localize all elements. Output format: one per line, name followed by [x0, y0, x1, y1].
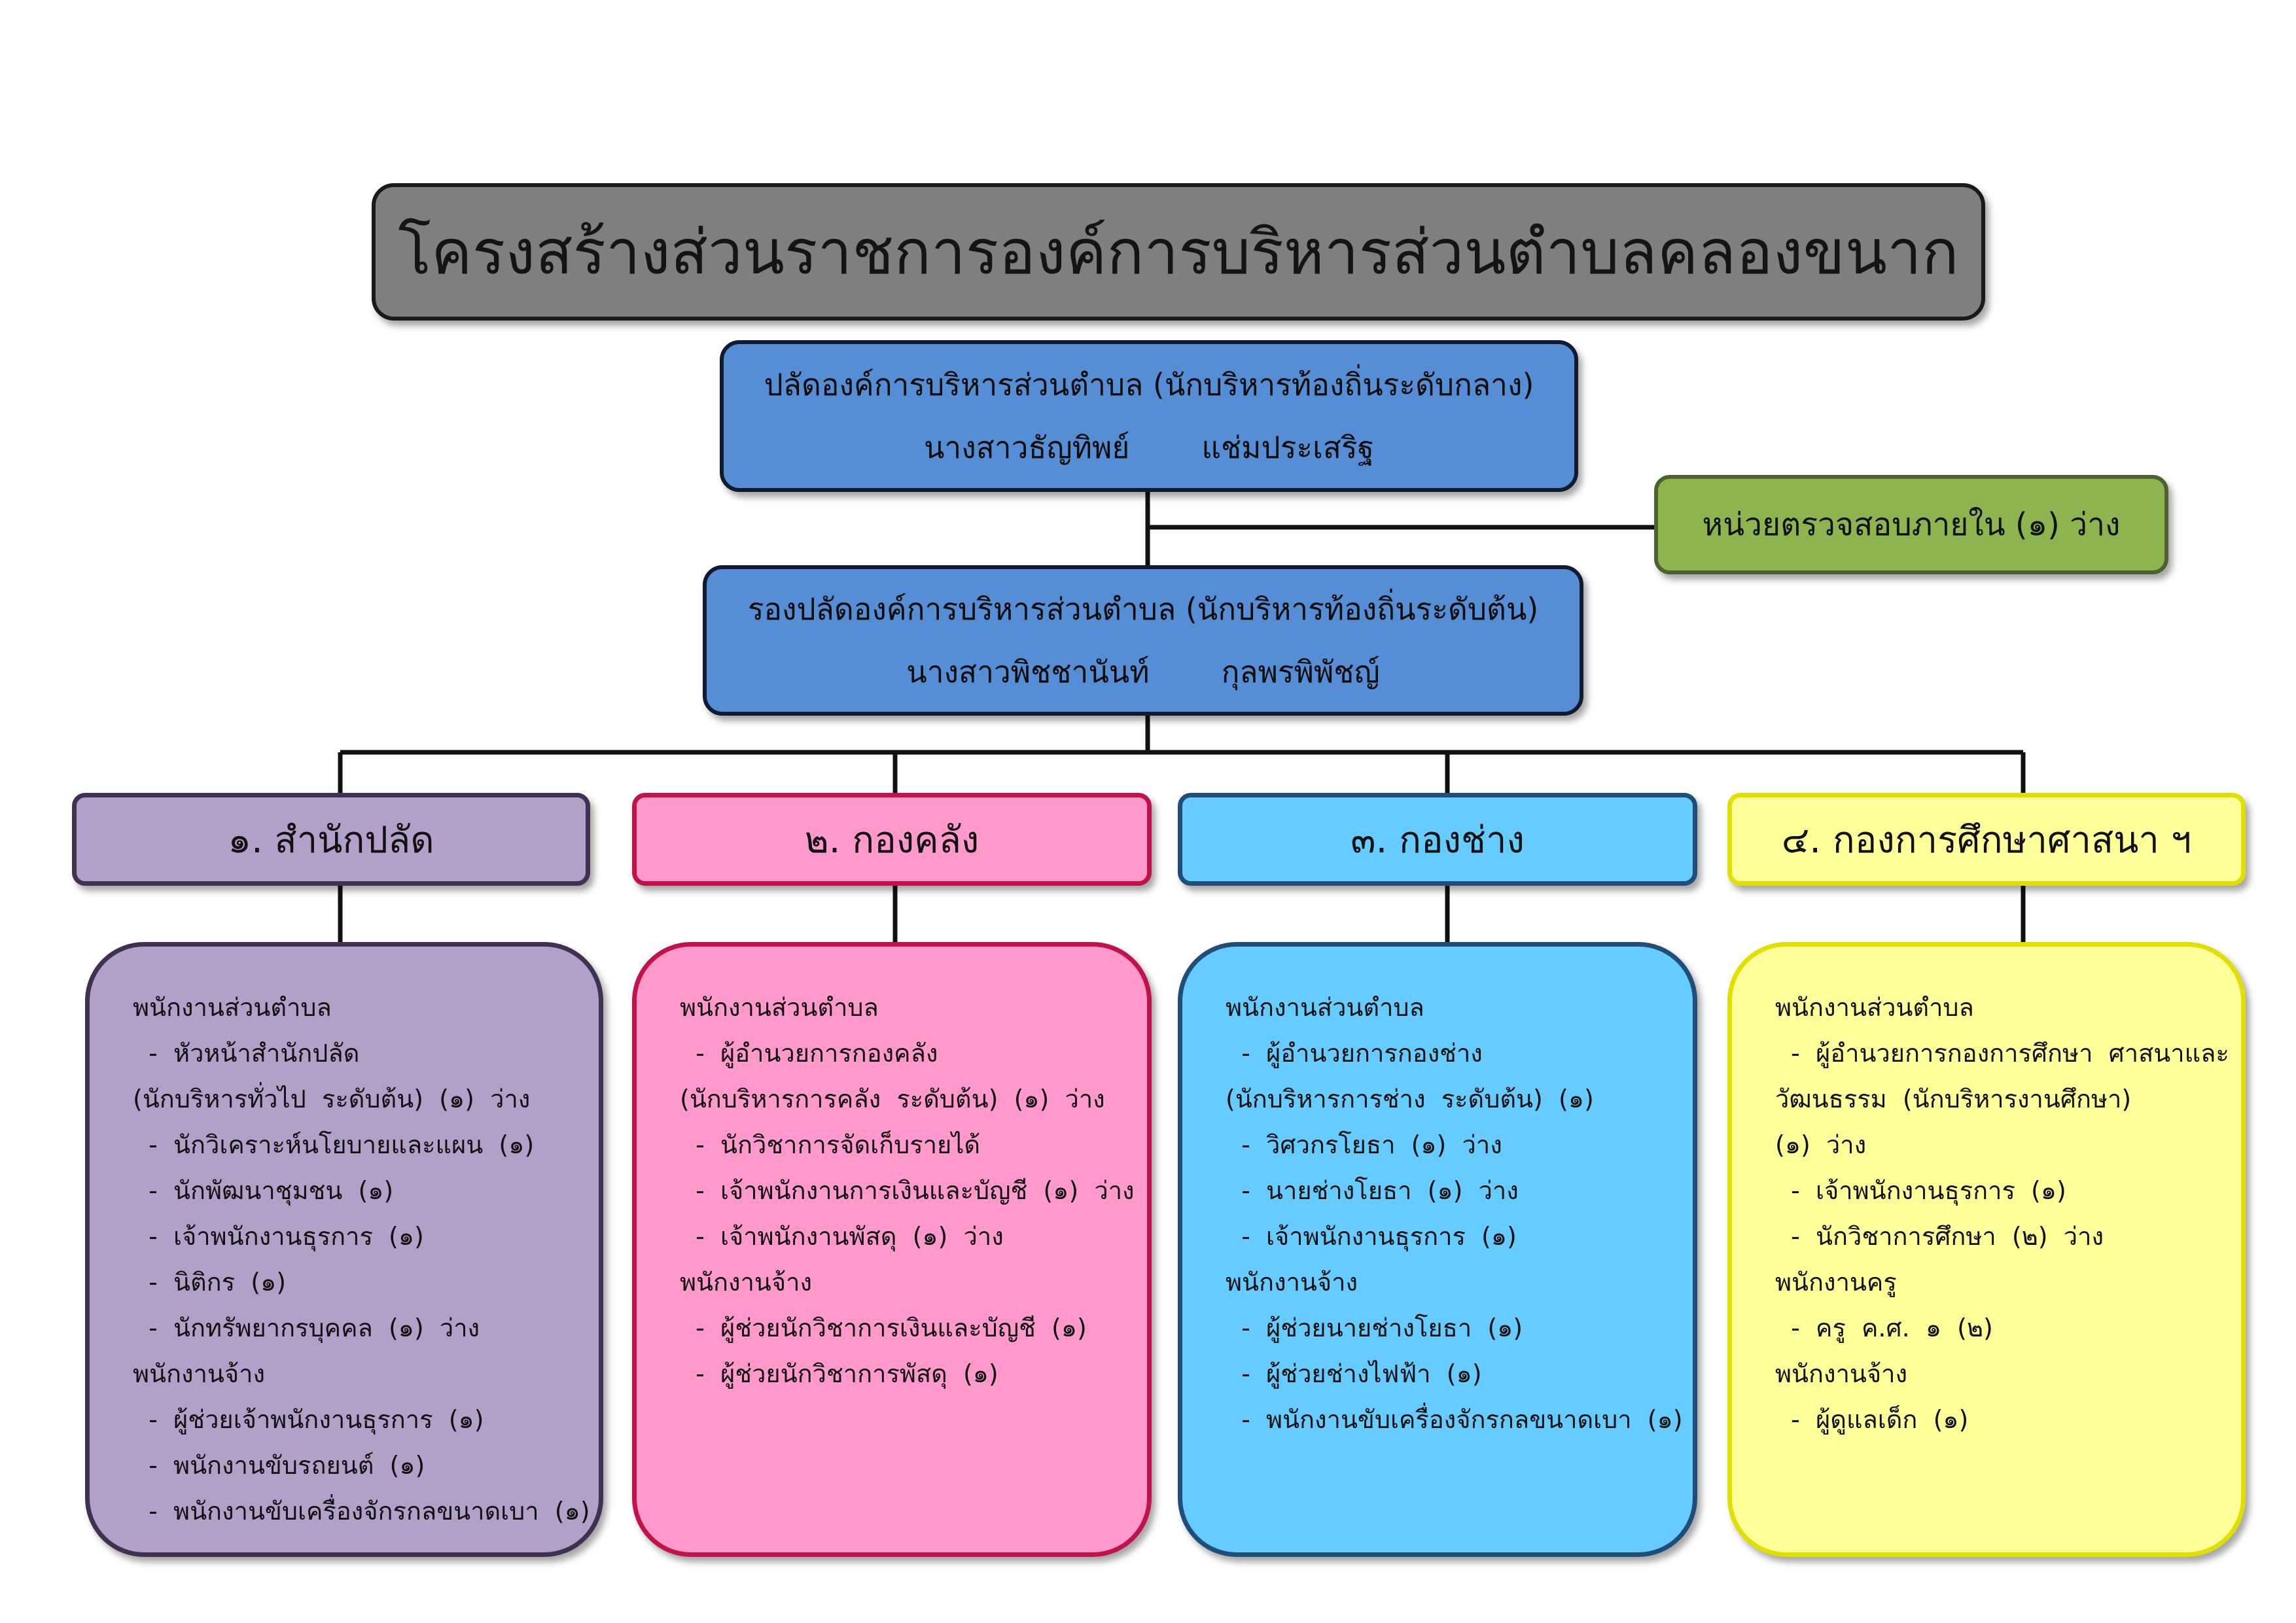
- staff-line: - ผู้ช่วยเจ้าพนักงานธุรการ (๑): [133, 1405, 484, 1434]
- staff-line: - ครู ค.ศ. ๑ (๒): [1775, 1314, 1993, 1342]
- staff-line: พนักงานจ้าง: [1775, 1359, 1908, 1388]
- audit-unit-text: หน่วยตรวจสอบภายใน (๑) ว่าง: [1702, 506, 2121, 543]
- staff-line: - ผู้ช่วยช่างไฟฟ้า (๑): [1226, 1359, 1482, 1388]
- deputy-box: รองปลัดองค์การบริหารส่วนตำบล (นักบริหารท…: [703, 565, 1583, 716]
- staff-line: - ผู้ช่วยนักวิชาการพัสดุ (๑): [680, 1359, 998, 1388]
- chief-name: นางสาวธัญทิพย์ แช่มประเสริฐ: [924, 416, 1374, 479]
- staff-line: (นักบริหารการช่าง ระดับต้น) (๑): [1226, 1085, 1594, 1113]
- chief-position: ปลัดองค์การบริหารส่วนตำบล (นักบริหารท้อง…: [764, 367, 1534, 402]
- staff-line: - นักทรัพยากรบุคคล (๑) ว่าง: [133, 1314, 480, 1342]
- staff-line: - นักพัฒนาชุมชน (๑): [133, 1176, 394, 1205]
- division-4-staff-list: พนักงานส่วนตำบล - ผู้อำนวยการกองการศึกษา…: [1775, 985, 2229, 1442]
- division-2-staff: พนักงานส่วนตำบล - ผู้อำนวยการกองคลัง (นัก…: [632, 942, 1152, 1557]
- audit-unit-box: หน่วยตรวจสอบภายใน (๑) ว่าง: [1654, 475, 2168, 574]
- division-1-staff-list: พนักงานส่วนตำบล - หัวหน้าสำนักปลัด (นักบร…: [133, 985, 590, 1534]
- division-2-staff-list: พนักงานส่วนตำบล - ผู้อำนวยการกองคลัง (นัก…: [680, 985, 1135, 1397]
- division-1-header: ๑. สำนักปลัด: [72, 793, 590, 886]
- division-3-header: ๓. กองช่าง: [1178, 793, 1697, 886]
- staff-line: - เจ้าพนักงานธุรการ (๑): [133, 1222, 424, 1251]
- staff-line: พนักงานครู: [1775, 1268, 1897, 1297]
- division-2-name: ๒. กองคลัง: [804, 818, 980, 862]
- chief-last-name: แช่มประเสริฐ: [1201, 430, 1375, 465]
- staff-line: - นิติกร (๑): [133, 1268, 287, 1297]
- deputy-position: รองปลัดองค์การบริหารส่วนตำบล (นักบริหารท…: [747, 591, 1539, 627]
- staff-line: - เจ้าพนักงานธุรการ (๑): [1775, 1176, 2066, 1205]
- division-2-header: ๒. กองคลัง: [632, 793, 1152, 886]
- staff-line: - ผู้ดูแลเด็ก (๑): [1775, 1405, 1969, 1434]
- staff-line: พนักงานจ้าง: [1226, 1268, 1358, 1297]
- staff-line: พนักงานส่วนตำบล: [1226, 993, 1424, 1022]
- staff-line: (นักบริหารทั่วไป ระดับต้น) (๑) ว่าง: [133, 1085, 531, 1113]
- division-4-header: ๔. กองการศึกษาศาสนา ฯ: [1727, 793, 2246, 886]
- staff-line: - ผู้อำนวยการกองการศึกษา ศาสนาและ: [1775, 1039, 2229, 1068]
- title-text: โครงสร้างส่วนราชการองค์การบริหารส่วนตำบล…: [398, 217, 1959, 288]
- chief-box: ปลัดองค์การบริหารส่วนตำบล (นักบริหารท้อง…: [720, 340, 1578, 492]
- division-1-name: ๑. สำนักปลัด: [228, 818, 434, 862]
- staff-line: - นักวิชาการจัดเก็บรายได้: [680, 1130, 981, 1159]
- division-4-name: ๔. กองการศึกษาศาสนา ฯ: [1781, 818, 2192, 862]
- chief-first-name: นางสาวธัญทิพย์: [923, 430, 1130, 465]
- staff-line: - นักวิเคราะห์นโยบายและแผน (๑): [133, 1130, 535, 1159]
- staff-line: พนักงานจ้าง: [133, 1359, 266, 1388]
- staff-line: - ผู้ช่วยนายช่างโยธา (๑): [1226, 1314, 1523, 1342]
- staff-line: - ผู้อำนวยการกองคลัง: [680, 1039, 938, 1068]
- staff-line: พนักงานจ้าง: [680, 1268, 813, 1297]
- division-3-staff-list: พนักงานส่วนตำบล - ผู้อำนวยการกองช่าง (นัก…: [1226, 985, 1683, 1442]
- staff-line: - พนักงานขับเครื่องจักรกลขนาดเบา (๑): [133, 1497, 590, 1526]
- deputy-first-name: นางสาวพิชชานันท์: [906, 654, 1150, 689]
- staff-line: - ผู้อำนวยการกองช่าง: [1226, 1039, 1483, 1068]
- division-3-staff: พนักงานส่วนตำบล - ผู้อำนวยการกองช่าง (นัก…: [1178, 942, 1697, 1557]
- deputy-name: นางสาวพิชชานันท์ กุลพรพิพัชญ์: [906, 640, 1379, 703]
- staff-line: พนักงานส่วนตำบล: [1775, 993, 1974, 1022]
- staff-line: - เจ้าพนักงานการเงินและบัญชี (๑) ว่าง: [680, 1176, 1135, 1205]
- staff-line: - ผู้ช่วยนักวิชาการเงินและบัญชี (๑): [680, 1314, 1087, 1342]
- staff-line: - เจ้าพนักงานธุรการ (๑): [1226, 1222, 1517, 1251]
- staff-line: - นักวิชาการศึกษา (๒) ว่าง: [1775, 1222, 2104, 1251]
- staff-line: - วิศวกรโยธา (๑) ว่าง: [1226, 1130, 1502, 1159]
- chart-title: โครงสร้างส่วนราชการองค์การบริหารส่วนตำบล…: [372, 183, 1985, 321]
- staff-line: (๑) ว่าง: [1775, 1130, 1867, 1159]
- staff-line: - พนักงานขับเครื่องจักรกลขนาดเบา (๑): [1226, 1405, 1683, 1434]
- staff-line: - นายช่างโยธา (๑) ว่าง: [1226, 1176, 1519, 1205]
- staff-line: พนักงานส่วนตำบล: [680, 993, 879, 1022]
- staff-line: - พนักงานขับรถยนต์ (๑): [133, 1451, 425, 1480]
- staff-line: วัฒนธรรม (นักบริหารงานศึกษา): [1775, 1085, 2132, 1113]
- division-3-name: ๓. กองช่าง: [1351, 818, 1525, 862]
- staff-line: พนักงานส่วนตำบล: [133, 993, 332, 1022]
- staff-line: - เจ้าพนักงานพัสดุ (๑) ว่าง: [680, 1222, 1004, 1251]
- staff-line: - หัวหน้าสำนักปลัด: [133, 1039, 360, 1068]
- staff-line: (นักบริหารการคลัง ระดับต้น) (๑) ว่าง: [680, 1085, 1105, 1113]
- division-1-staff: พนักงานส่วนตำบล - หัวหน้าสำนักปลัด (นักบร…: [85, 942, 603, 1557]
- deputy-last-name: กุลพรพิพัชญ์: [1221, 654, 1380, 689]
- division-4-staff: พนักงานส่วนตำบล - ผู้อำนวยการกองการศึกษา…: [1727, 942, 2246, 1557]
